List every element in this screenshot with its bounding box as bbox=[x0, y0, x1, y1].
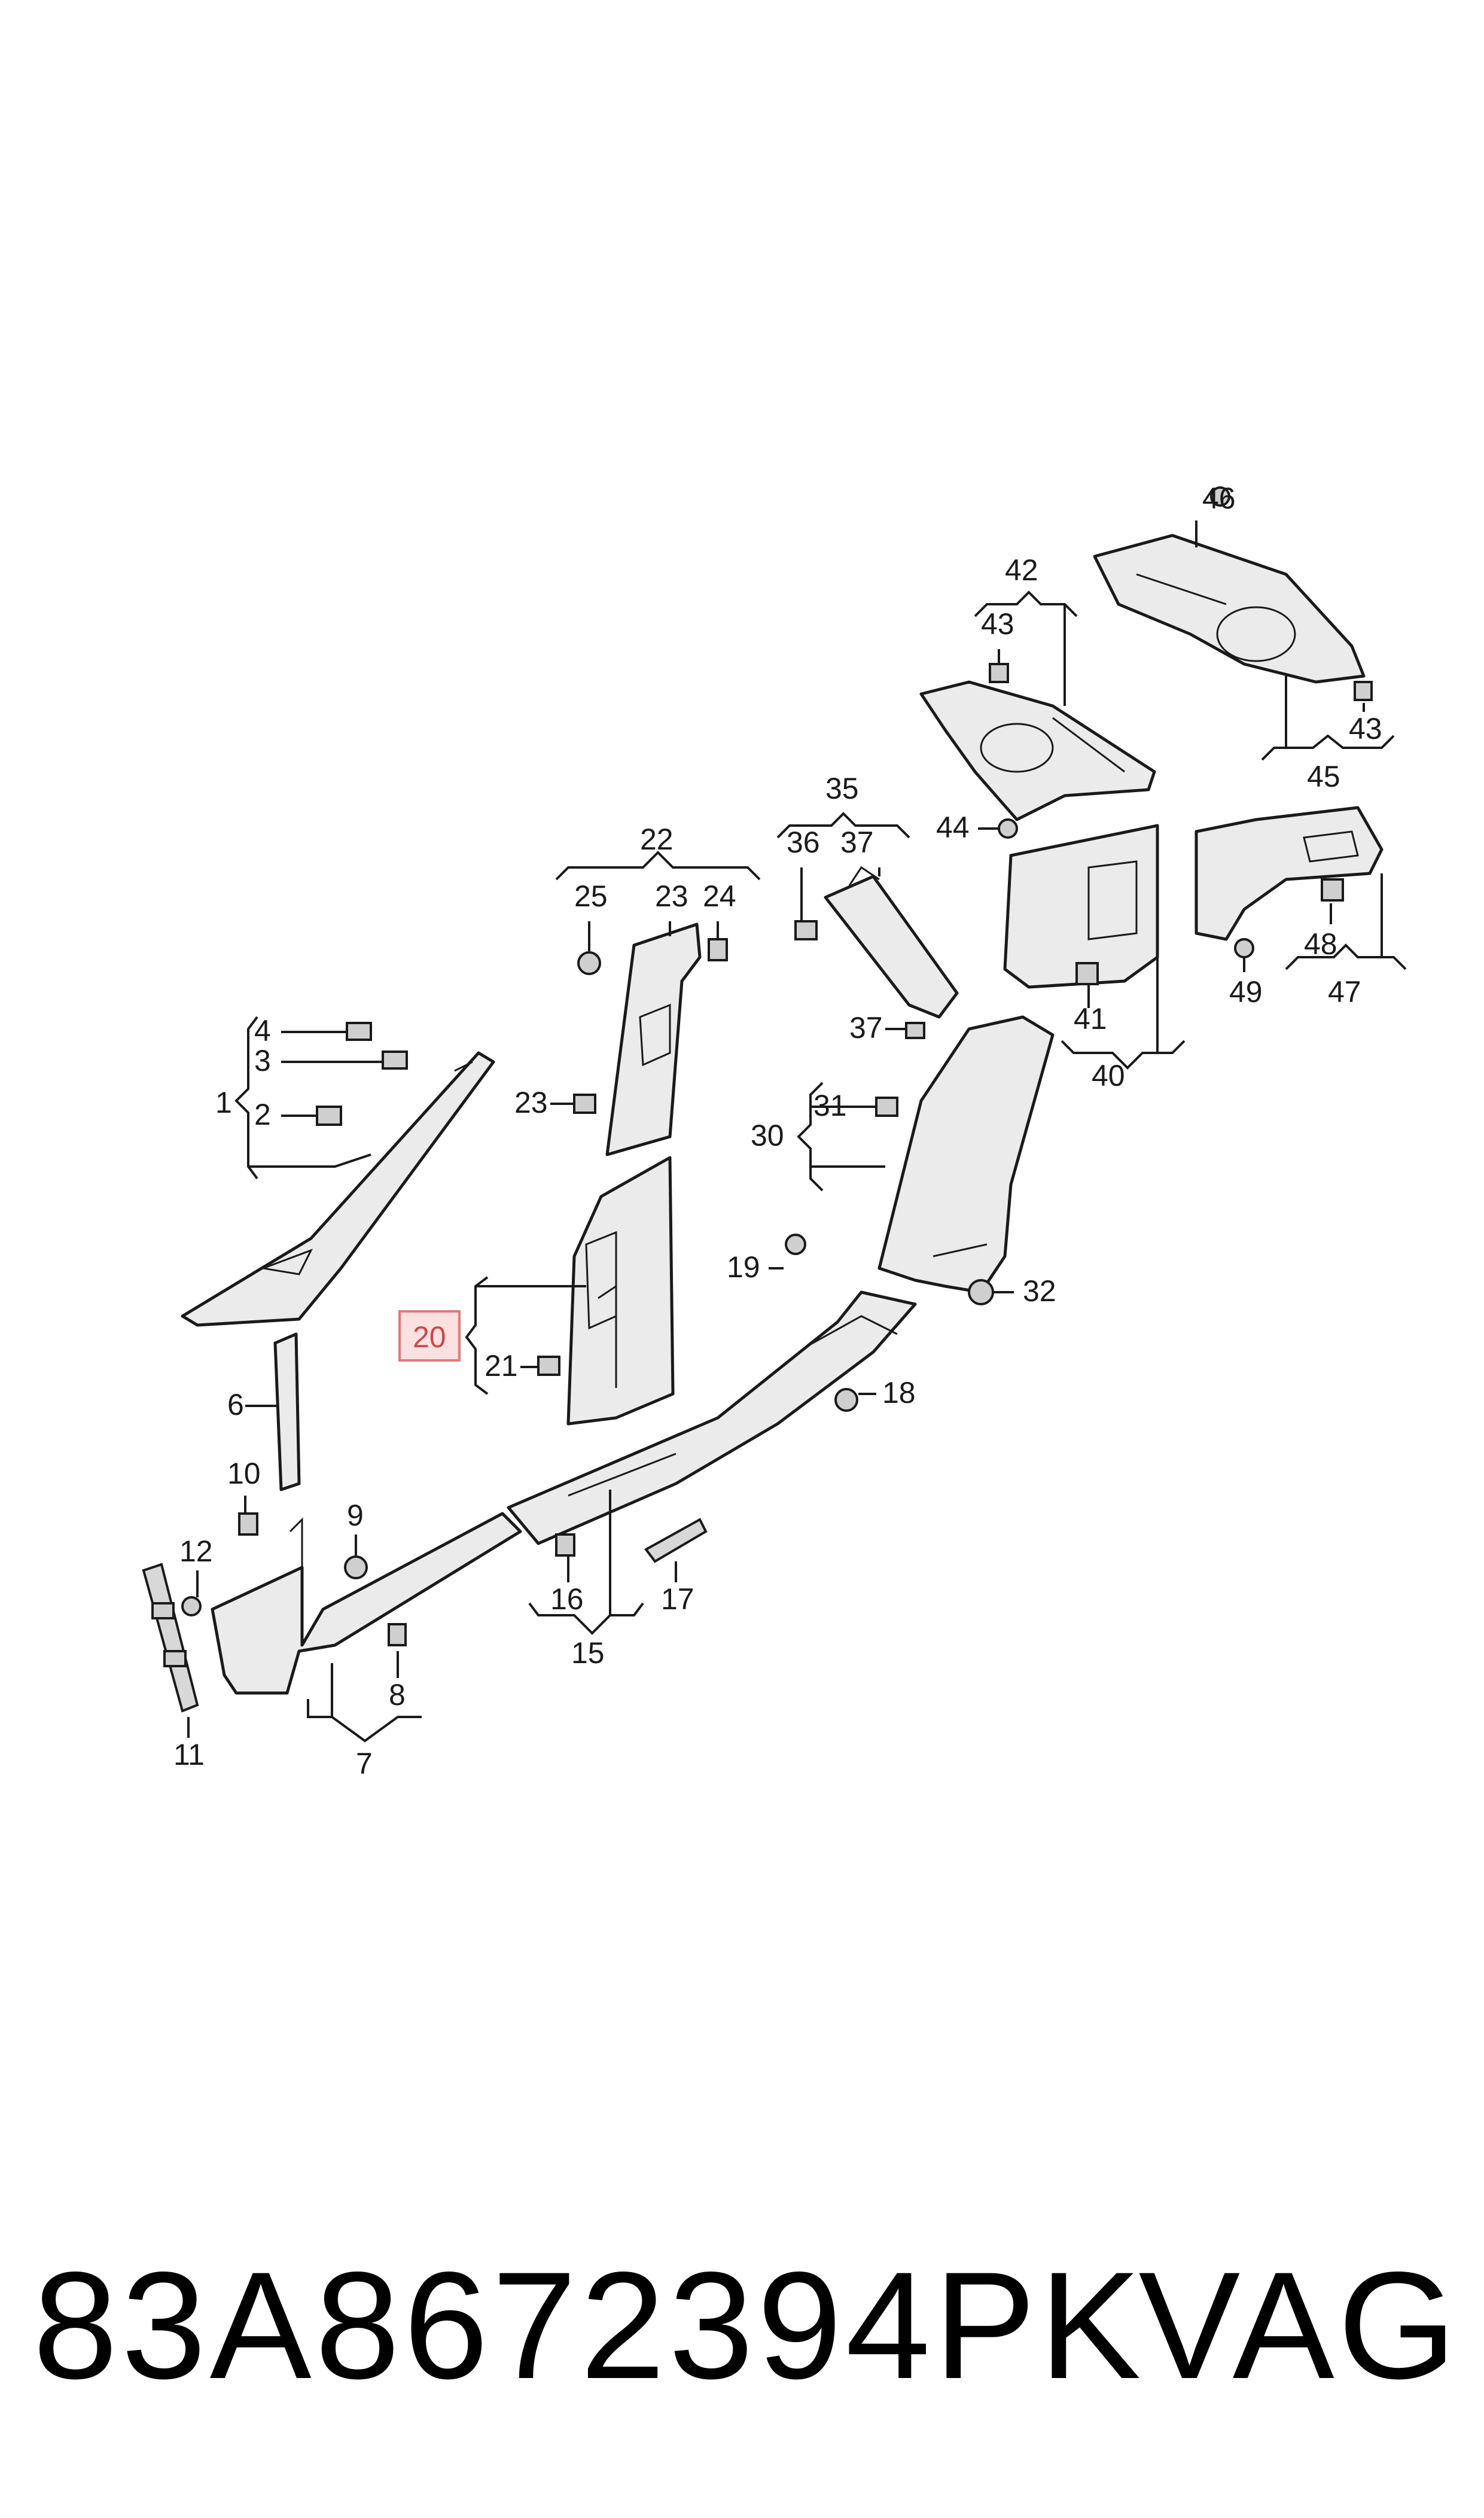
callout-12: 12 bbox=[179, 1534, 213, 1568]
leader-lines bbox=[187, 520, 1407, 1743]
callout-18: 18 bbox=[882, 1376, 916, 1409]
callout-labels: 1 2 3 4 6 7 8 9 10 11 12 15 16 17 18 19 … bbox=[173, 482, 1382, 1780]
clip-43b-icon bbox=[1354, 681, 1373, 701]
callout-2: 2 bbox=[254, 1098, 271, 1131]
callout-6: 6 bbox=[227, 1388, 244, 1421]
callout-16: 16 bbox=[550, 1582, 584, 1616]
clip-31-icon bbox=[875, 1097, 898, 1117]
callout-36: 36 bbox=[787, 826, 820, 859]
callout-1: 1 bbox=[215, 1086, 232, 1119]
callout-46: 46 bbox=[1202, 482, 1236, 515]
clip-37-icon bbox=[905, 1022, 925, 1039]
d-pillar-lower-trim bbox=[1003, 824, 1159, 989]
speaker-housing-rear bbox=[1093, 534, 1366, 684]
callout-21: 21 bbox=[484, 1349, 518, 1383]
callout-44: 44 bbox=[936, 811, 970, 844]
callout-41: 41 bbox=[1074, 1002, 1107, 1036]
callout-22: 22 bbox=[640, 823, 674, 856]
clip-16-icon bbox=[555, 1533, 575, 1557]
b-pillar-lower-trim bbox=[566, 1156, 675, 1426]
callout-37-upper: 37 bbox=[840, 826, 874, 859]
callout-35: 35 bbox=[825, 772, 859, 805]
clip-44-icon bbox=[998, 818, 1018, 839]
callout-20: 20 bbox=[413, 1320, 446, 1354]
a-pillar-lower-strip bbox=[273, 1332, 301, 1491]
clip-36-icon bbox=[794, 920, 818, 940]
callout-23-upper: 23 bbox=[655, 879, 688, 913]
callout-7: 7 bbox=[356, 1747, 373, 1780]
clip-21-icon bbox=[537, 1356, 560, 1376]
callout-31: 31 bbox=[813, 1089, 847, 1122]
callout-10: 10 bbox=[227, 1457, 261, 1490]
clip-4-icon bbox=[346, 1022, 372, 1041]
callout-9: 9 bbox=[347, 1499, 364, 1532]
callout-42: 42 bbox=[1005, 553, 1038, 587]
callout-20-highlight[interactable]: 20 bbox=[398, 1310, 461, 1362]
front-sill-panel bbox=[211, 1512, 522, 1695]
b-pillar-upper-trim bbox=[605, 922, 702, 1156]
clip-24-icon bbox=[708, 938, 728, 961]
callout-25: 25 bbox=[574, 879, 608, 913]
c-pillar-upper-trim bbox=[824, 866, 959, 1019]
callout-4: 4 bbox=[254, 1014, 271, 1048]
c-pillar-lower-trim bbox=[877, 1015, 1055, 1294]
side-bracket bbox=[142, 1563, 199, 1713]
callout-37-lower: 37 bbox=[849, 1011, 883, 1045]
screw-12-icon bbox=[181, 1596, 202, 1616]
screw-49-icon bbox=[1234, 938, 1254, 958]
clip-8-icon bbox=[388, 1623, 407, 1646]
trunk-side-panel bbox=[1194, 806, 1384, 941]
callout-24: 24 bbox=[703, 879, 736, 913]
callout-48: 48 bbox=[1304, 927, 1337, 961]
clip-2-icon bbox=[316, 1106, 342, 1126]
clip-43-icon bbox=[989, 663, 1009, 683]
clip-10-icon bbox=[238, 1512, 258, 1536]
clip-32-icon bbox=[968, 1279, 994, 1305]
brand-name: VAG bbox=[1138, 2240, 1460, 2411]
callout-43-upper: 43 bbox=[981, 607, 1014, 641]
a-pillar-trim bbox=[181, 1051, 495, 1327]
clip-48-icon bbox=[1321, 878, 1344, 902]
sill-clip-strip bbox=[644, 1518, 708, 1563]
callout-23-lower: 23 bbox=[514, 1086, 548, 1119]
clip-41-icon bbox=[1075, 962, 1099, 985]
part-number: 83A8672394PK bbox=[33, 2240, 1145, 2411]
callout-47: 47 bbox=[1328, 975, 1361, 1009]
callout-3: 3 bbox=[254, 1044, 271, 1077]
callout-15: 15 bbox=[571, 1636, 605, 1670]
callout-17: 17 bbox=[661, 1582, 694, 1616]
clip-23-icon bbox=[573, 1094, 596, 1114]
callout-40: 40 bbox=[1092, 1059, 1125, 1092]
callout-19: 19 bbox=[727, 1250, 760, 1284]
callout-11: 11 bbox=[173, 1738, 205, 1771]
fasteners bbox=[181, 486, 1373, 1646]
clip-3-icon bbox=[382, 1051, 408, 1070]
screw-25-icon bbox=[577, 951, 601, 975]
callout-49: 49 bbox=[1229, 975, 1263, 1009]
rear-sill-panel bbox=[507, 1290, 917, 1545]
clip-18-icon bbox=[834, 1388, 858, 1412]
callout-43-right: 43 bbox=[1349, 712, 1382, 745]
screw-46-icon bbox=[1210, 486, 1230, 507]
callout-32: 32 bbox=[1023, 1274, 1056, 1308]
callout-45: 45 bbox=[1307, 760, 1340, 793]
callout-30: 30 bbox=[751, 1119, 784, 1152]
speaker-housing-front bbox=[919, 680, 1156, 821]
callout-8: 8 bbox=[389, 1678, 406, 1712]
screw-19-icon bbox=[785, 1234, 806, 1255]
screw-9-icon bbox=[344, 1555, 368, 1579]
